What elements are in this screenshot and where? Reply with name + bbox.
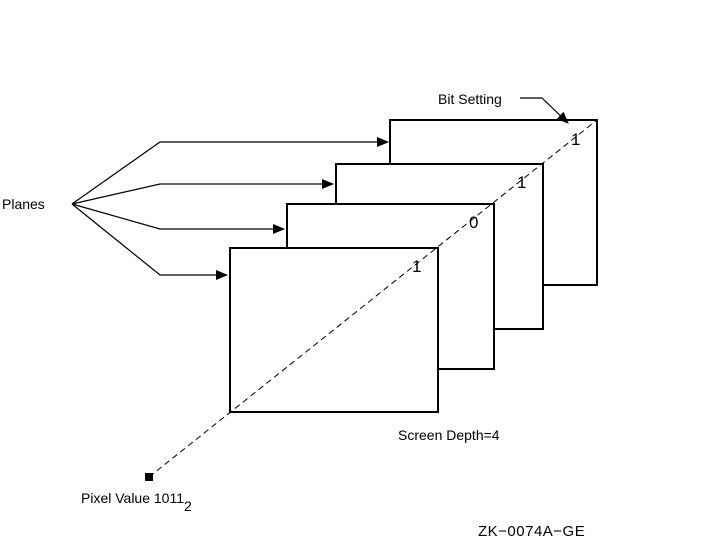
pixel-depth-line — [148, 119, 598, 478]
plane-arrows — [71, 137, 389, 280]
plane-arrow-3 — [71, 203, 285, 234]
plane-arrow-4 — [71, 203, 228, 280]
bit-setting-arrow — [520, 97, 569, 124]
plane-arrow-1 — [71, 137, 389, 205]
plane-arrow-2 — [71, 179, 334, 205]
plane-2-bit: 1 — [517, 173, 526, 192]
plane-3-bit: 0 — [469, 213, 478, 232]
pixel-value-label: Pixel Value 10112 — [81, 490, 192, 514]
plane-4-bit: 1 — [412, 257, 421, 276]
screen-depth-label: Screen Depth=4 — [398, 427, 500, 443]
bit-setting-label: Bit Setting — [438, 91, 502, 107]
pixel-value-text: Pixel Value 1011 — [81, 490, 184, 506]
plane-1-bit: 1 — [571, 130, 580, 149]
plane-4-rect — [229, 247, 439, 413]
pixel-value-subscript: 2 — [184, 498, 192, 514]
planes-label: Planes — [2, 196, 45, 212]
pixel-marker — [145, 473, 153, 481]
figure-code: ZK−0074A−GE — [478, 523, 585, 540]
plane-4: 1 — [229, 247, 439, 413]
